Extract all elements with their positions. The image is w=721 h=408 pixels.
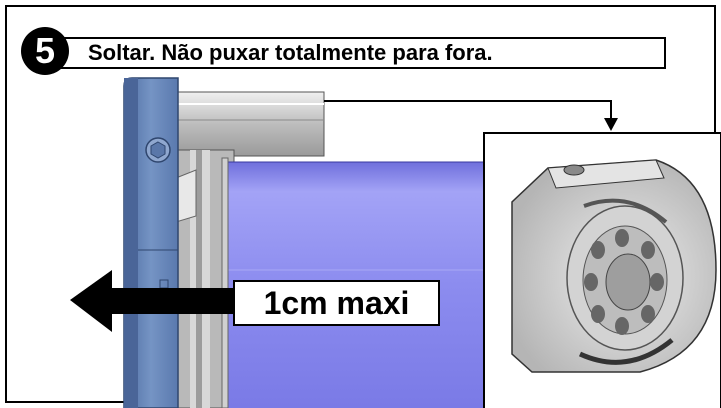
step-instruction: Soltar. Não puxar totalmente para fora. xyxy=(58,37,666,69)
step-number-badge: 5 xyxy=(21,27,69,75)
mounting-bracket xyxy=(511,159,717,373)
detail-leader-arrow xyxy=(324,100,618,131)
distance-label: 1cm maxi xyxy=(233,280,440,326)
pull-direction-arrow xyxy=(70,270,236,332)
detail-view xyxy=(483,132,721,408)
motor-end-cap xyxy=(123,77,179,408)
